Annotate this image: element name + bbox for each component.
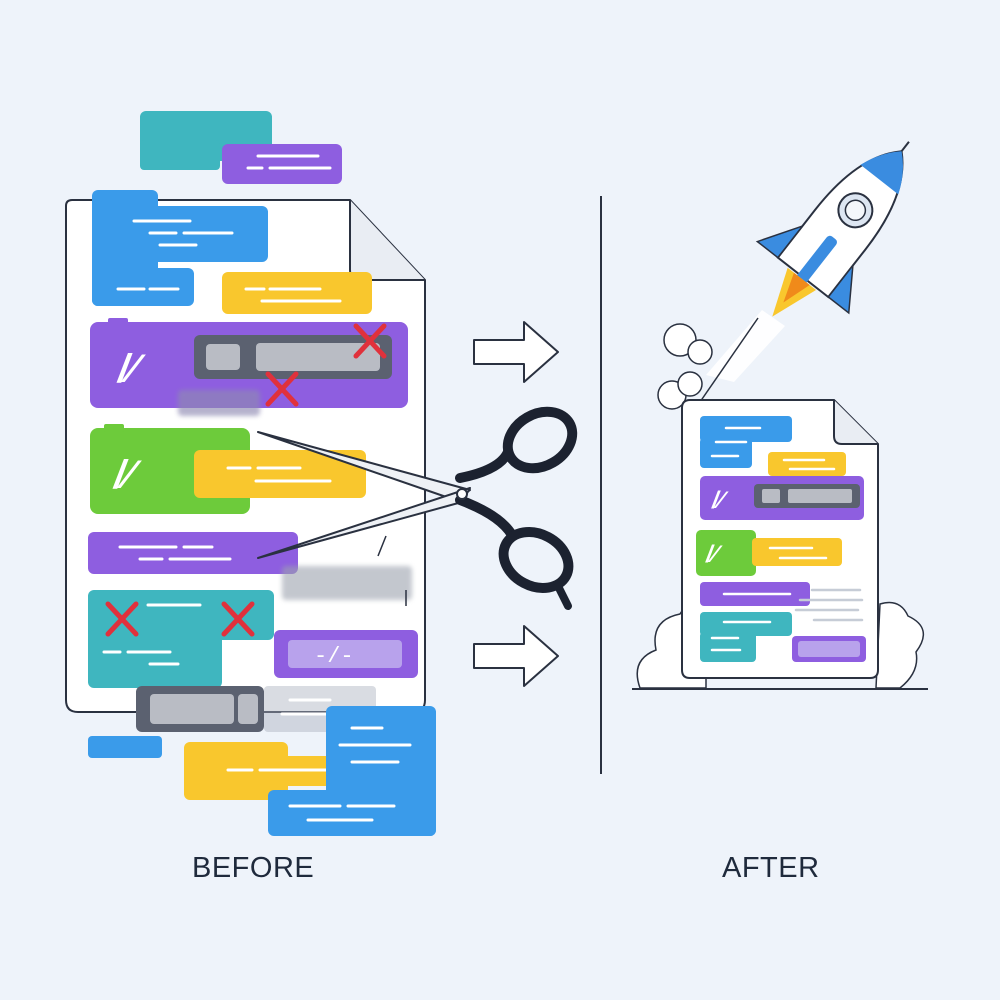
removal-mark-icon: [221, 601, 255, 637]
blue-code-block: [92, 190, 268, 306]
blue-code-block: [700, 416, 792, 468]
slash-symbol: -/-: [314, 644, 354, 669]
green-code-row: /⁄: [696, 530, 842, 576]
arrow-right-icon: [473, 625, 559, 687]
purple-slash-block: [792, 636, 866, 662]
faded-line-group: [794, 588, 864, 622]
before-caption: BEFORE: [192, 852, 315, 884]
purple-code-strip: [700, 582, 810, 606]
faded-removed-block: [282, 566, 412, 600]
before-panel: /⁄ /⁄: [65, 111, 578, 836]
removal-mark-icon: [265, 371, 299, 407]
arrow-right-icon: [473, 321, 559, 383]
purple-code-strip: [88, 532, 298, 574]
removal-mark-icon: [105, 601, 139, 637]
rocket-trail: [706, 310, 785, 382]
teal-code-row: [700, 612, 792, 662]
purple-slash-block: -/-: [274, 630, 418, 678]
green-code-row: /⁄: [90, 424, 366, 514]
rocket-icon: [755, 141, 910, 317]
after-caption: AFTER: [722, 852, 820, 884]
after-panel: /⁄ /⁄: [632, 141, 928, 690]
purple-code-row: /⁄: [700, 476, 864, 520]
removal-mark-icon: [353, 323, 387, 359]
purple-code-row: /⁄: [90, 318, 408, 416]
yellow-code-block: [768, 452, 846, 476]
yellow-code-block: [222, 272, 372, 314]
blue-code-block: [268, 706, 436, 836]
smoke-cloud-icon: [657, 323, 713, 410]
purple-code-block: [222, 144, 342, 184]
blue-code-block: [88, 736, 162, 758]
scissors-icon: [257, 406, 578, 610]
